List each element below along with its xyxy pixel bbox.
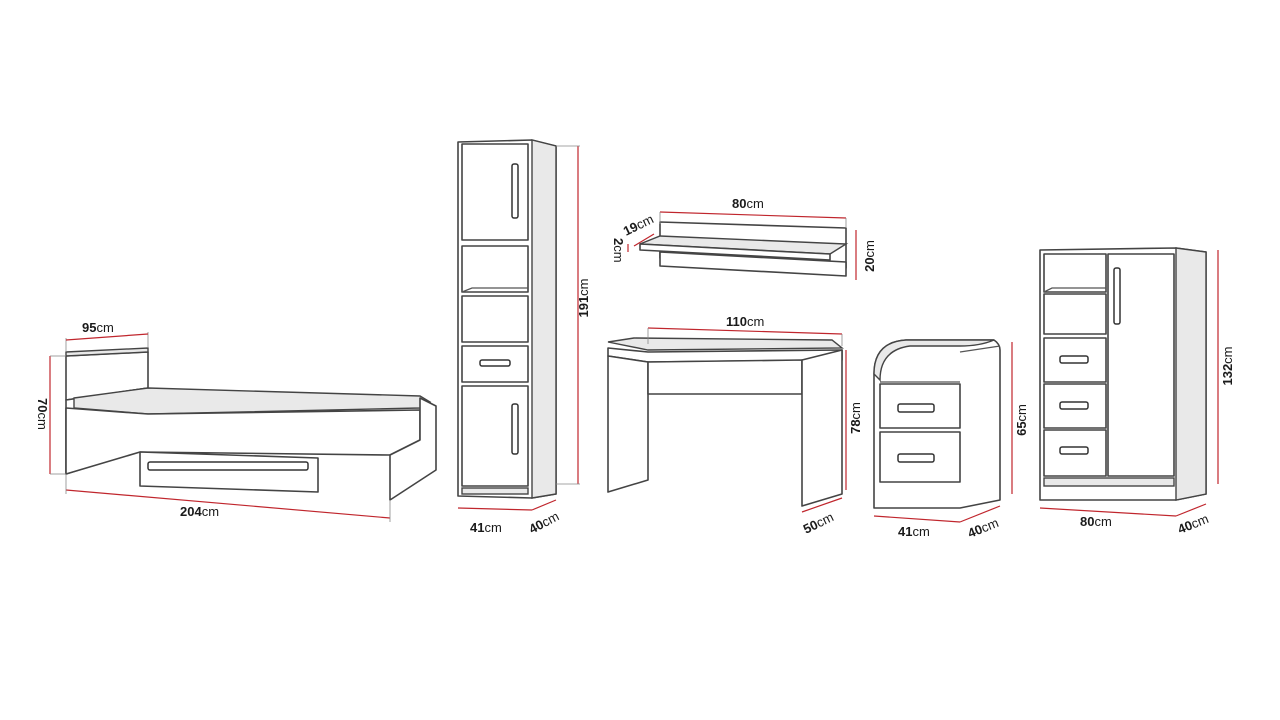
pedestal-height-label: 65cm bbox=[1014, 404, 1029, 436]
shelf-depth-label: 19cm bbox=[621, 211, 656, 238]
desk bbox=[607, 327, 847, 513]
wardrobe-height-label: 132cm bbox=[1220, 346, 1235, 385]
desk-width-label: 110cm bbox=[726, 314, 764, 329]
tall-cabinet-height-label: 191cm bbox=[576, 278, 591, 317]
bed bbox=[49, 332, 437, 522]
wardrobe-depth-label: 40cm bbox=[1176, 511, 1211, 537]
pedestal bbox=[873, 339, 1013, 523]
desk-height-label: 78cm bbox=[848, 402, 863, 434]
shelf-width-label: 80cm bbox=[732, 196, 764, 211]
wardrobe-width-label: 80cm bbox=[1080, 514, 1112, 529]
bed-height-label: 70cm bbox=[35, 398, 50, 430]
pedestal-depth-label: 40cm bbox=[966, 515, 1001, 541]
bed-width-label: 95cm bbox=[82, 320, 114, 335]
wardrobe bbox=[1039, 247, 1219, 517]
bed-length-label: 204cm bbox=[180, 504, 219, 519]
tall-cabinet bbox=[457, 139, 580, 511]
pedestal-width-label: 41cm bbox=[898, 524, 930, 539]
shelf-thickness-label: 2cm bbox=[611, 238, 626, 263]
shelf-height-label: 20cm bbox=[862, 240, 877, 272]
tall-cabinet-depth-label: 40cm bbox=[526, 508, 561, 536]
wall-shelf bbox=[627, 211, 857, 280]
desk-depth-label: 50cm bbox=[801, 509, 836, 536]
tall-cabinet-width-label: 41cm bbox=[470, 520, 502, 535]
